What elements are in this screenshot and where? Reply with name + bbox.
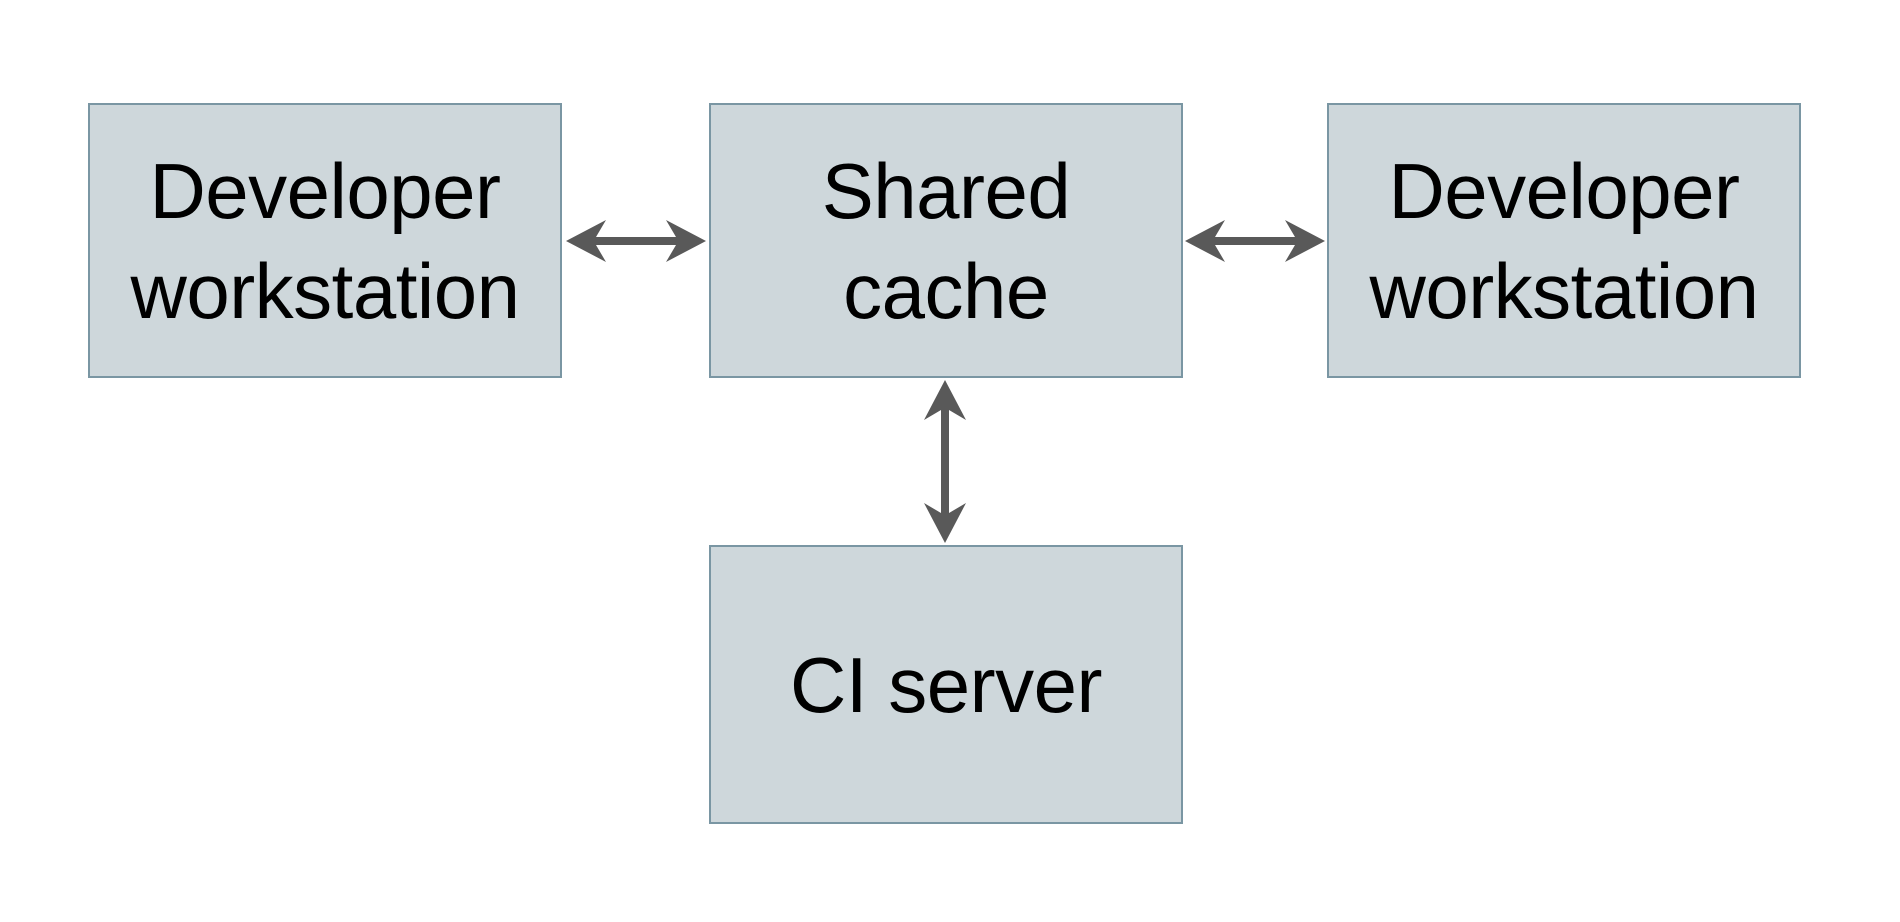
edge-developer-workstation-left-to-shared-cache[interactable] [560, 213, 712, 269]
node-developer-workstation-right[interactable]: Developer workstation [1327, 103, 1801, 378]
double-arrow-icon [566, 220, 706, 262]
node-shared-cache[interactable]: Shared cache [709, 103, 1183, 378]
double-arrow-icon [924, 380, 966, 543]
node-label: CI server [790, 640, 1102, 729]
edge-shared-cache-to-developer-workstation-right[interactable] [1181, 213, 1331, 269]
double-arrow-icon [1185, 220, 1325, 262]
edge-ci-server-to-shared-cache[interactable] [917, 376, 973, 547]
node-developer-workstation-left[interactable]: Developer workstation [88, 103, 562, 378]
node-label: Developer workstation [1369, 146, 1760, 335]
node-label: Shared cache [821, 146, 1071, 335]
node-ci-server[interactable]: CI server [709, 545, 1183, 824]
node-label: Developer workstation [130, 146, 521, 335]
